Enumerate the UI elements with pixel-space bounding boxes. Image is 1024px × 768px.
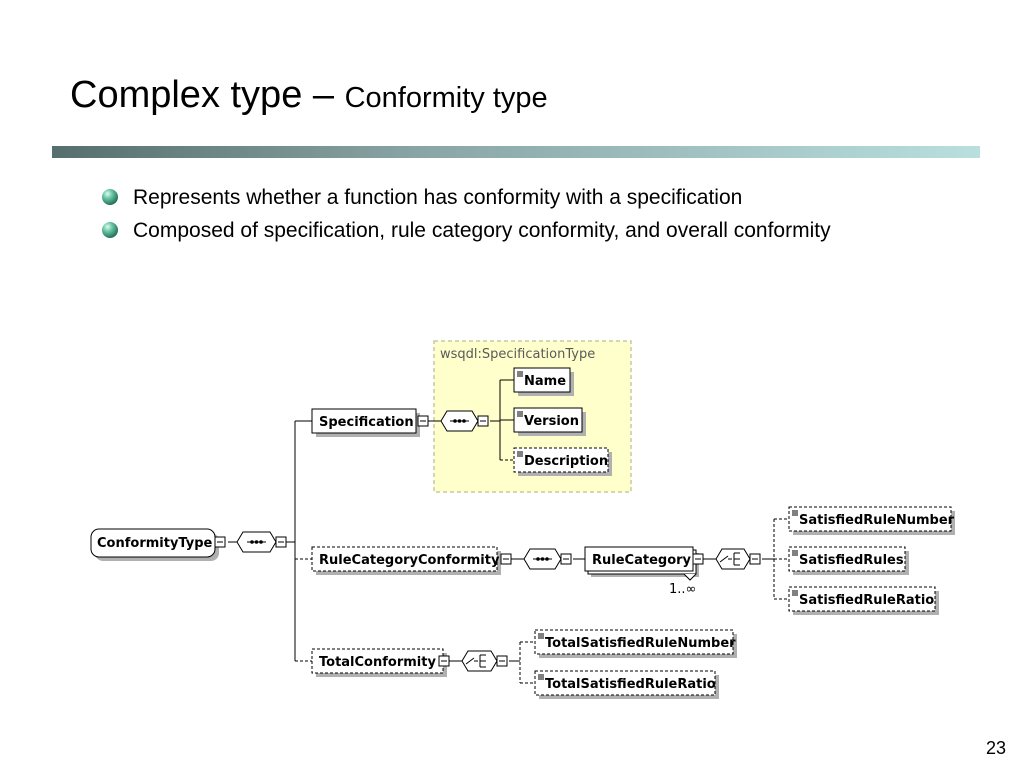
collapse-toggle-icon[interactable] <box>417 415 429 427</box>
choice-compositor-icon <box>715 548 751 570</box>
satisfied-rule-number-label: SatisfiedRuleNumber <box>799 513 955 528</box>
conformity-type-node: ConformityType <box>90 528 219 561</box>
page-number: 23 <box>985 738 1006 758</box>
name-label: Name <box>524 374 566 389</box>
total-conformity-node: TotalConformity <box>311 648 447 677</box>
rule-category-label: RuleCategory <box>592 553 692 568</box>
slide-title: Complex type – Conformity type <box>70 72 548 121</box>
rule-category-node: RuleCategory <box>584 546 699 577</box>
satisfied-rule-number-element: SatisfiedRuleNumber <box>788 506 955 535</box>
satisfied-rule-ratio-element: SatisfiedRuleRatio <box>788 586 939 615</box>
connector-lines <box>228 379 789 684</box>
collapse-toggle-icon[interactable] <box>438 655 450 667</box>
bullet-item: Composed of specification, rule category… <box>102 214 831 247</box>
total-satisfied-rule-ratio-label: TotalSatisfiedRuleRatio <box>545 677 716 692</box>
collapse-toggle-icon[interactable] <box>496 655 508 667</box>
description-label: Description <box>524 454 608 469</box>
collapse-toggle-icon[interactable] <box>500 553 512 565</box>
collapse-toggle-icon[interactable] <box>275 536 287 548</box>
rule-category-conformity-label: RuleCategoryConformity <box>319 553 500 568</box>
title-main: Complex type – <box>70 74 335 116</box>
collapse-toggle-icon[interactable] <box>214 536 226 548</box>
bullet-list: Represents whether a function has confor… <box>102 181 831 247</box>
bullet-sphere-icon <box>102 222 118 238</box>
sequence-compositor-icon <box>523 548 562 570</box>
description-element: Description <box>513 447 612 476</box>
sequence-compositor-icon <box>236 531 277 553</box>
bullet-text: Represents whether a function has confor… <box>133 186 743 209</box>
expand-chevron-icon <box>683 573 697 581</box>
collapse-toggle-icon[interactable] <box>749 553 761 565</box>
specification-node: Specification <box>311 408 420 437</box>
satisfied-rules-label: SatisfiedRules <box>799 553 904 568</box>
total-satisfied-rule-number-element: TotalSatisfiedRuleNumber <box>534 629 737 658</box>
bullet-text: Composed of specification, rule category… <box>133 219 831 242</box>
collapse-toggle-icon[interactable] <box>692 553 704 565</box>
version-element: Version <box>513 407 586 436</box>
version-label: Version <box>524 414 579 429</box>
satisfied-rule-ratio-label: SatisfiedRuleRatio <box>799 593 934 608</box>
total-conformity-label: TotalConformity <box>319 655 436 670</box>
conformity-type-label: ConformityType <box>97 536 213 551</box>
specification-label: Specification <box>319 415 414 430</box>
bullet-sphere-icon <box>102 189 118 205</box>
total-satisfied-rule-ratio-element: TotalSatisfiedRuleRatio <box>534 670 719 699</box>
collapse-toggle-icon[interactable] <box>477 415 489 427</box>
total-satisfied-rule-number-label: TotalSatisfiedRuleNumber <box>545 636 736 651</box>
name-element: Name <box>513 367 574 396</box>
specification-type-label: wsqdl:SpecificationType <box>440 347 595 362</box>
bullet-item: Represents whether a function has confor… <box>102 181 831 214</box>
sequence-compositor-icon <box>440 410 479 432</box>
rule-category-conformity-node: RuleCategoryConformity <box>311 546 501 575</box>
choice-compositor-icon <box>461 650 498 672</box>
title-divider-bar <box>52 146 980 158</box>
satisfied-rules-element: SatisfiedRules <box>788 546 909 575</box>
collapse-toggle-icon[interactable] <box>560 553 572 565</box>
title-subtitle: Conformity type <box>344 82 548 114</box>
rule-category-occurrence: 1..∞ <box>669 582 696 597</box>
